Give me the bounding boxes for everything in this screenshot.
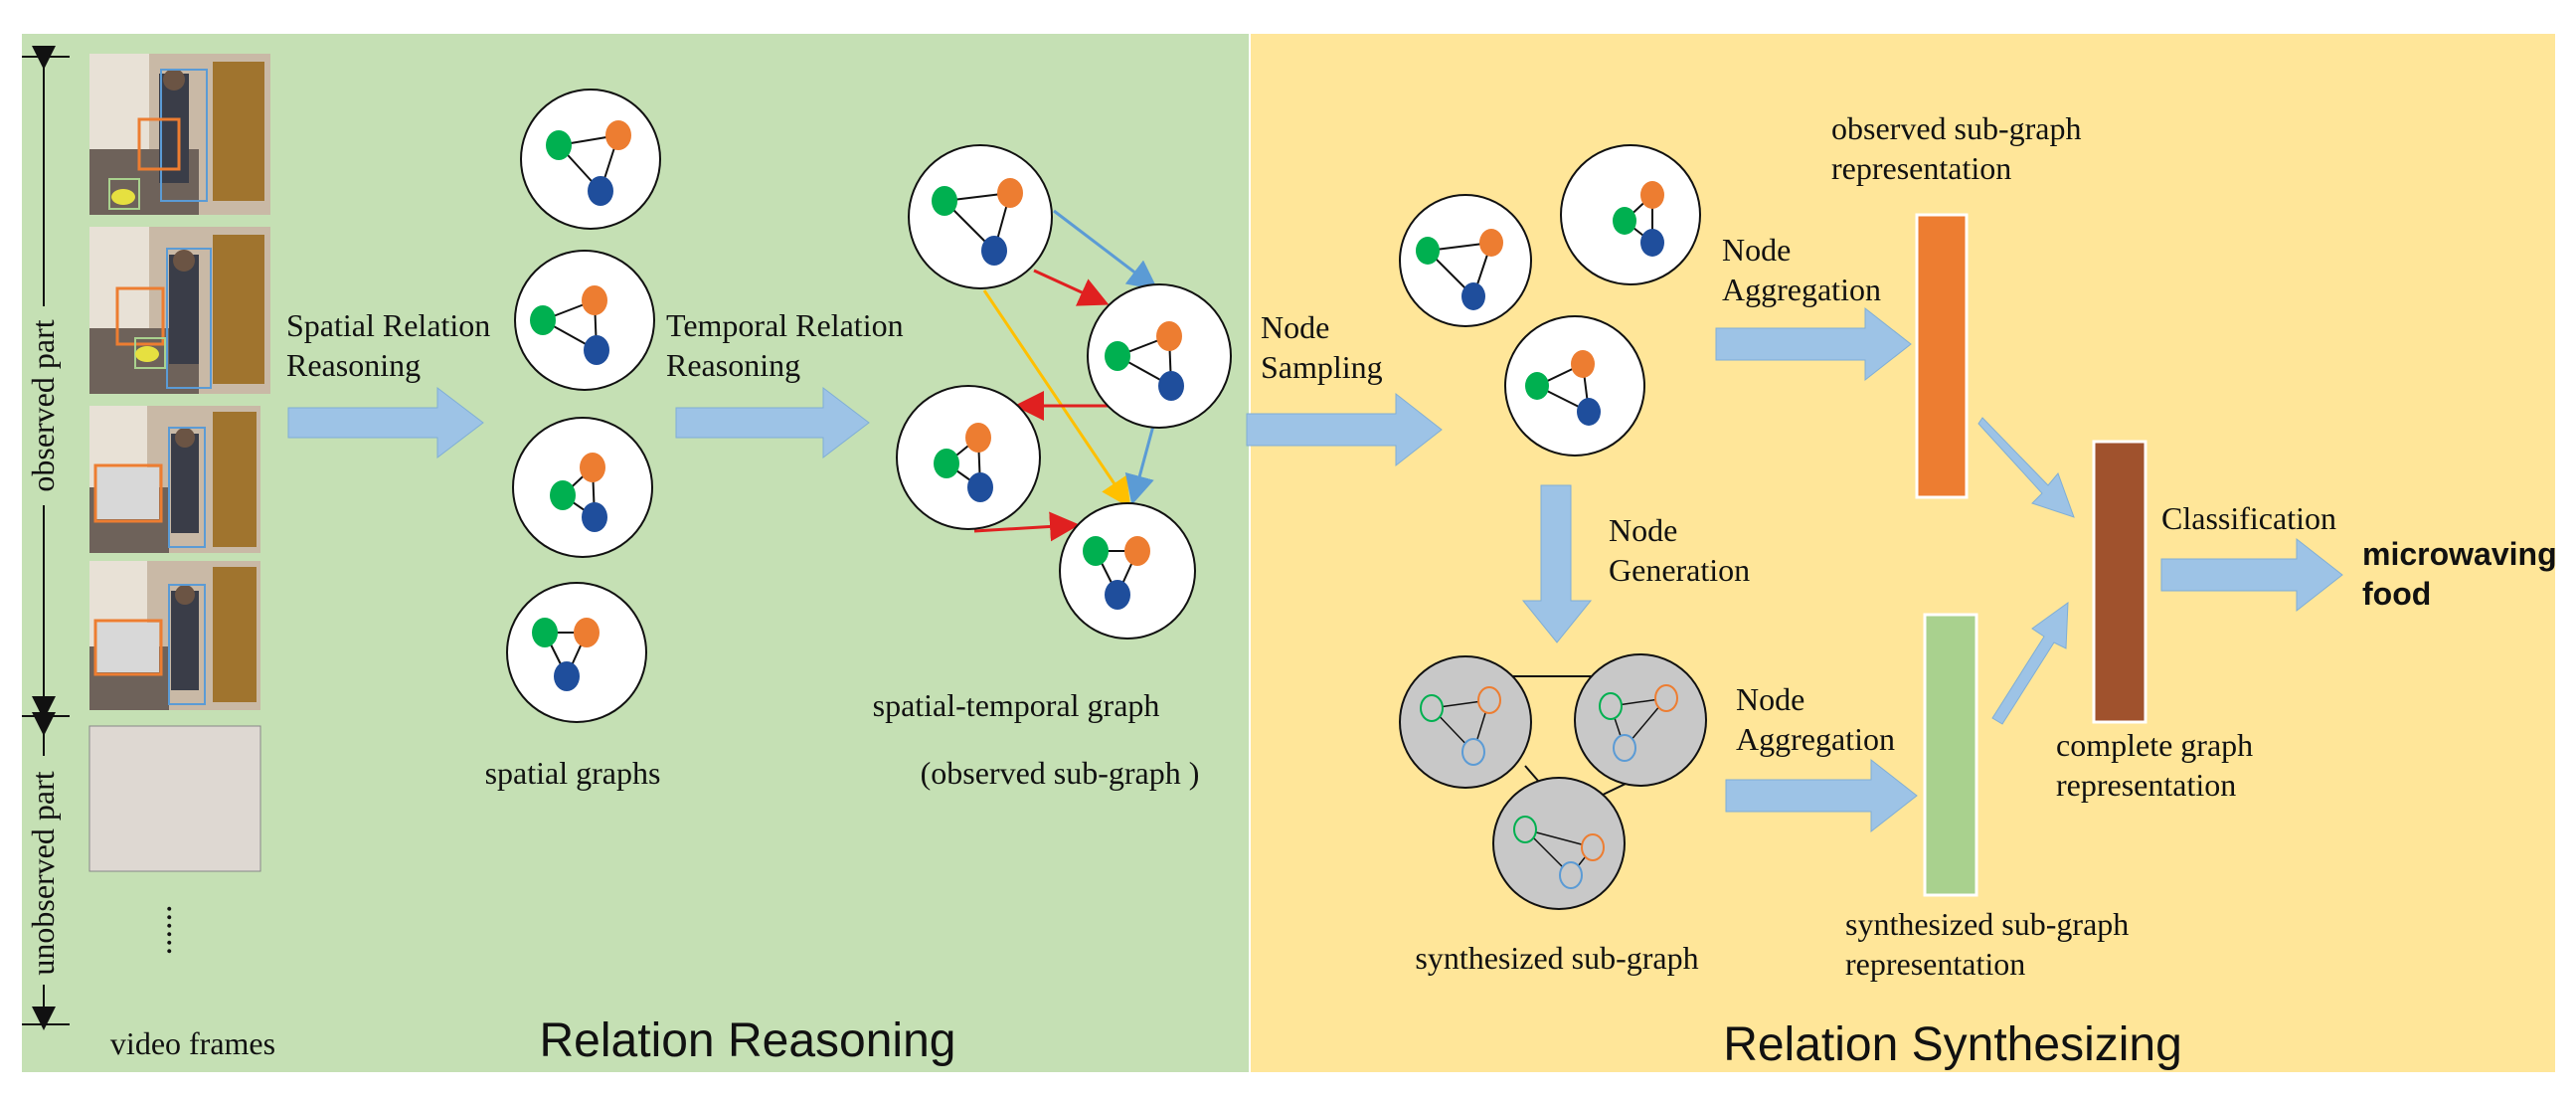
video-frame-3 [89,406,260,553]
spatial-temporal-graph: spatial-temporal graph (observed sub-gra… [873,144,1232,791]
temporal-edge-blue-1 [1053,209,1158,290]
result-label-1: microwaving [2362,536,2557,572]
aggregation-bottom-arrow [1725,758,1918,833]
representation-labels: observed sub-graph representation comple… [1831,110,2253,982]
synth-graph-2 [1574,653,1707,787]
spatial-graph-2 [514,250,655,391]
synthesized-representation-bar [1923,613,1978,897]
temporal-edge-blue-2 [1124,425,1155,505]
node-generation-label-2: Generation [1609,552,1750,588]
node-sampling-label-1: Node [1261,309,1329,345]
complete-rep-label-2: representation [2056,767,2236,803]
temporal-reasoning-label-2: Reasoning [666,347,800,383]
temporal-reasoning-label-1: Temporal Relation [666,307,904,343]
synth-to-complete-arrow [1991,601,2069,725]
complete-rep-label-1: complete graph [2056,727,2253,763]
spatial-reasoning-arrow [287,386,484,459]
video-frame-5-unobserved [88,725,261,872]
st-graph-node-2 [1087,283,1232,429]
sampled-graph-3 [1504,315,1645,457]
temporal-edge-red-1 [1033,269,1110,306]
st-graph-node-4 [1059,502,1196,640]
video-frames-label: video frames [110,1025,275,1061]
st-graph-node-3 [896,385,1041,530]
node-sampling-arrow [1246,392,1443,467]
st-graph-sublabel: (observed sub-graph ) [921,755,1200,791]
video-frame-2 [89,227,270,394]
sampled-nodes [1399,144,1701,457]
aggregation-bottom-label-2: Aggregation [1736,721,1895,757]
synth-rep-label-1: synthesized sub-graph [1845,906,2129,942]
spatial-graphs: spatial graphs [485,89,661,791]
sampled-graph-1 [1399,194,1532,327]
flow-arrows [287,306,2343,833]
frames-ellipsis: ...... [142,905,179,956]
temporal-edge-red-3 [973,511,1080,542]
node-generation-label-1: Node [1609,512,1677,548]
obs-rep-label-2: representation [1831,150,2011,186]
classification-label: Classification [2161,500,2336,536]
spatial-graphs-label: spatial graphs [485,755,661,791]
aggregation-top-label-2: Aggregation [1722,272,1881,307]
spatial-graph-1 [520,89,661,230]
step-labels: Spatial Relation Reasoning Temporal Rela… [286,232,2336,757]
node-sampling-label-2: Sampling [1261,349,1383,385]
obs-rep-label-1: observed sub-graph [1831,110,2081,146]
spatial-reasoning-label-1: Spatial Relation [286,307,490,343]
representation-bars [1915,213,2147,897]
classification-arrow [2160,537,2343,613]
st-graph-node-1 [908,144,1053,289]
synth-rep-label-2: representation [1845,946,2025,982]
spatial-graph-3 [512,417,653,558]
timeline: observed part unobserved part [22,46,70,1030]
observed-representation-bar [1915,213,1969,499]
synth-graph-1 [1399,655,1532,789]
synth-subgraph-label: synthesized sub-graph [1415,940,1698,976]
aggregation-top-label-1: Node [1722,232,1791,268]
spatial-graph-4 [506,582,647,723]
synth-graph-3 [1492,777,1626,910]
temporal-edge-yellow [982,289,1131,508]
relation-reasoning-title: Relation Reasoning [540,1014,956,1067]
video-frame-1 [89,54,270,215]
complete-representation-bar [2092,440,2147,724]
video-frame-4 [89,561,260,710]
obs-to-complete-arrow [1977,417,2075,518]
relation-synthesizing-title: Relation Synthesizing [1723,1018,2182,1071]
temporal-reasoning-arrow [675,386,870,459]
st-graph-label: spatial-temporal graph [873,687,1160,723]
video-frames: ...... video frames [88,54,275,1061]
aggregation-bottom-label-1: Node [1736,681,1804,717]
spatial-reasoning-label-2: Reasoning [286,347,421,383]
aggregation-top-arrow [1715,306,1912,382]
classification-result: microwaving food [2362,536,2557,612]
unobserved-part-label: unobserved part [25,771,61,975]
node-generation-arrow [1521,484,1593,643]
observed-part-label: observed part [25,319,61,491]
synthesized-subgraph: synthesized sub-graph [1399,653,1707,976]
sampled-graph-2 [1560,144,1701,285]
result-label-2: food [2362,576,2431,612]
